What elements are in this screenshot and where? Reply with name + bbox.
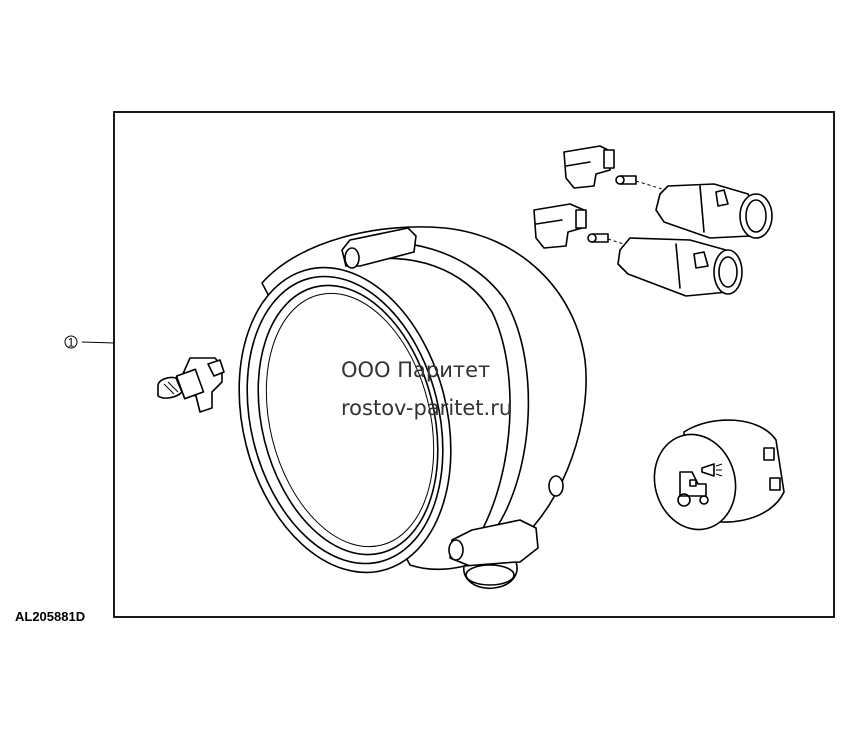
callout-1: 1 bbox=[64, 335, 115, 350]
watermark-company: ООО Паритет bbox=[341, 358, 490, 382]
figure-reference-code: AL205881D bbox=[15, 609, 85, 624]
lamp-switch-icon bbox=[653, 419, 785, 531]
electrical-connector-icon bbox=[533, 203, 743, 297]
watermark-website: rostov-paritet.ru bbox=[341, 396, 512, 420]
halogen-bulb-icon bbox=[157, 357, 225, 413]
callout-circle bbox=[64, 335, 78, 349]
callout-leader bbox=[81, 341, 115, 344]
diagram-frame bbox=[113, 111, 835, 618]
work-lamp-housing-icon bbox=[238, 226, 587, 590]
callout-number: 1 bbox=[68, 336, 75, 350]
electrical-connector-icon bbox=[563, 145, 773, 239]
